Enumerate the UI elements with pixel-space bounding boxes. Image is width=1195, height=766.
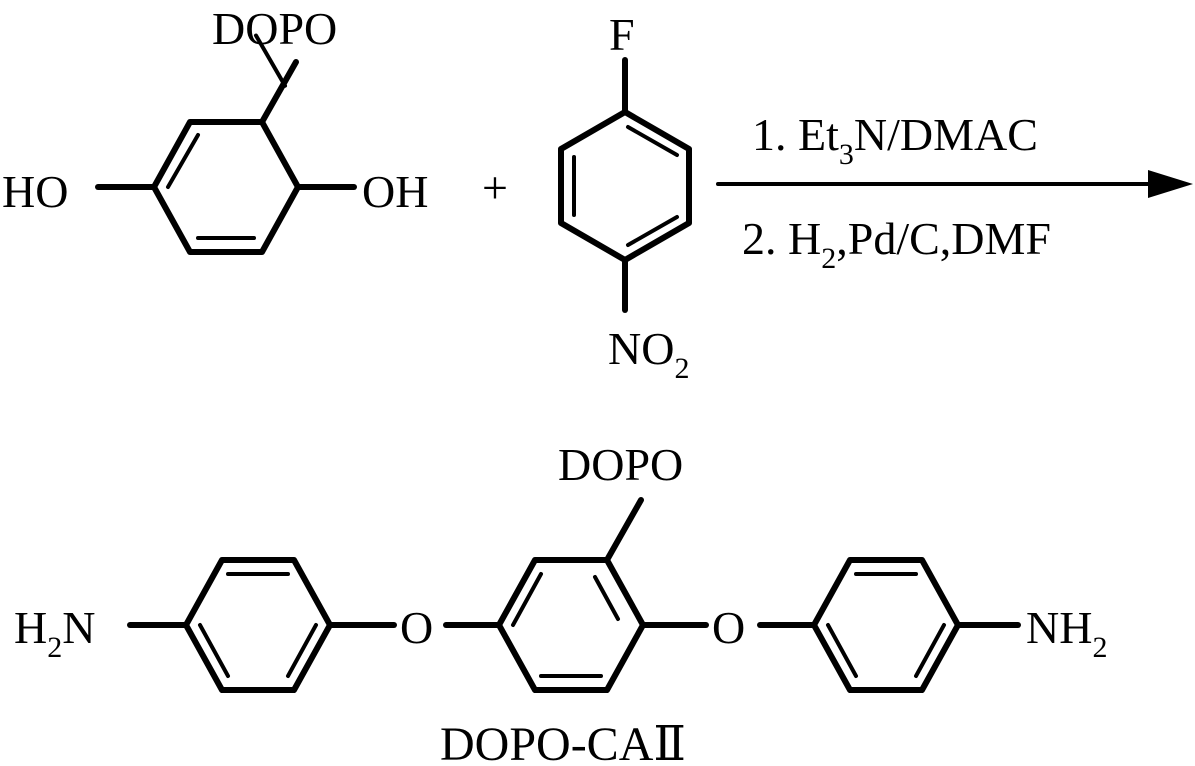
- double-bond-r1-a: [254, 33, 287, 88]
- double-bond-r2-c: [626, 215, 679, 247]
- dopo-label-product: DOPO: [558, 439, 683, 490]
- reactant-2-fluoronitrobenzene: F NO2: [558, 9, 692, 385]
- ether-o-left: O: [400, 602, 433, 653]
- bond-dopo-r1: [259, 59, 299, 125]
- ether-o-right: O: [712, 602, 745, 653]
- ring-r2: [558, 109, 692, 263]
- condition-step-1: 1. Et3N/DMAC: [752, 109, 1038, 171]
- plus-sign: +: [482, 162, 508, 213]
- h2n-label: H2N: [14, 602, 95, 664]
- ring-left: [183, 557, 333, 693]
- ho-label: HO: [2, 166, 68, 217]
- ring-r1: [151, 119, 301, 255]
- ring-right: [811, 557, 961, 693]
- double-bond-right-b: [914, 623, 946, 678]
- f-label: F: [609, 9, 635, 60]
- double-bond-center-c: [511, 572, 543, 627]
- no2-label: NO2: [608, 323, 689, 385]
- double-bond-r2-a: [626, 125, 679, 157]
- bond-dopo-product: [604, 497, 644, 563]
- double-bond-r1-c: [166, 133, 200, 189]
- oh-label: OH: [362, 166, 428, 217]
- arrow-head: [1148, 170, 1193, 198]
- reactant-1-hydroquinone: DOPO HO OH: [2, 3, 428, 255]
- product-name: DOPO-CAⅡ: [440, 718, 686, 766]
- double-bond-left-c: [198, 623, 230, 678]
- double-bond-right-c: [826, 623, 858, 678]
- condition-step-2: 2. H2,Pd/C,DMF: [742, 213, 1051, 275]
- reaction-arrow: 1. Et3N/DMAC 2. H2,Pd/C,DMF: [716, 109, 1193, 275]
- double-bond-left-b: [286, 623, 318, 678]
- nh2-label: NH2: [1026, 602, 1107, 664]
- dopo-label-r1: DOPO: [212, 3, 337, 54]
- ring-center: [496, 557, 646, 693]
- product-dopo-ca: DOPO H2N O O NH2 DOPO-CAⅡ: [14, 439, 1107, 766]
- double-bond-center-a: [593, 575, 620, 621]
